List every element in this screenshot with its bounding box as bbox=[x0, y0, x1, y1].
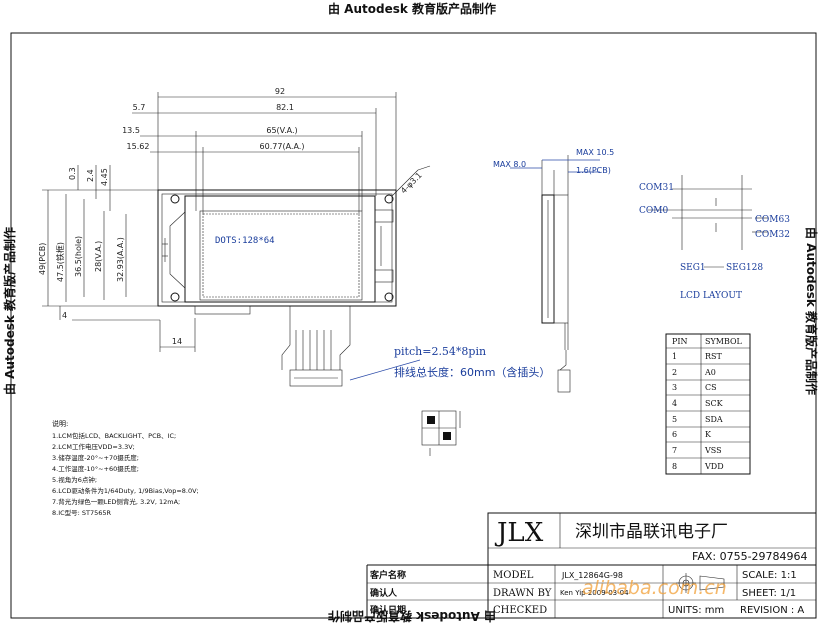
dim-32-93-aa: 32.93(A.A.) bbox=[116, 237, 125, 282]
note-item: 5.视角为6点钟; bbox=[52, 475, 97, 484]
sheet: SHEET: 1/1 bbox=[742, 588, 796, 599]
notes-title: 说明: bbox=[52, 419, 68, 428]
drawn-by-value: Ken Yip 2009-03-04 bbox=[560, 589, 629, 597]
active-area bbox=[202, 213, 360, 298]
note-item: 7.背光为绿色一颗LED侧背光, 3.2V, 12mA; bbox=[52, 497, 180, 506]
dim-max-8: MAX 8.0 bbox=[493, 160, 526, 169]
note-item: 1.LCM包括LCD、BACKLIGHT、PCB、IC; bbox=[52, 431, 176, 440]
dim-60-77-aa: 60.77(A.A.) bbox=[260, 142, 305, 151]
drawing-frame bbox=[10, 32, 817, 619]
pin-table: PIN SYMBOL 1 RST 2 A0 3 CS 4 SCK 5 SDA 6… bbox=[665, 333, 751, 475]
metal-frame bbox=[161, 193, 393, 303]
dim-4: 4 bbox=[62, 311, 67, 320]
mount-hole-top-right bbox=[384, 194, 394, 204]
dim-65-va: 65(V.A.) bbox=[266, 126, 297, 135]
scale: SCALE: 1:1 bbox=[742, 570, 797, 581]
symbol-cell: VSS bbox=[704, 446, 722, 455]
dim-13-5: 13.5 bbox=[122, 126, 140, 135]
label-seg1: SEG1 bbox=[680, 263, 706, 273]
dim-36-5-hole: 36.5(hole) bbox=[74, 236, 83, 277]
pin-cell: 3 bbox=[672, 383, 677, 392]
pin-header: PIN bbox=[672, 337, 688, 346]
pin-cell: 7 bbox=[672, 446, 677, 455]
label-seg128: SEG128 bbox=[726, 263, 763, 273]
dim-1-6-pcb: 1.6(PCB) bbox=[576, 166, 611, 175]
note-item: 3.储存温度-20°~+70摄氏度; bbox=[52, 453, 139, 462]
dim-15-62: 15.62 bbox=[127, 142, 150, 151]
dim-max-10-5: MAX 10.5 bbox=[576, 148, 614, 157]
fpc-cable bbox=[281, 306, 351, 387]
lcd-layout-title: LCD LAYOUT bbox=[680, 291, 742, 301]
symbol-cell: CS bbox=[705, 383, 717, 392]
pad-detail bbox=[421, 410, 461, 456]
symbol-cell: VDD bbox=[704, 462, 724, 471]
model-label: MODEL bbox=[493, 570, 534, 581]
symbol-cell: RST bbox=[705, 352, 723, 361]
revision: REVISION : A bbox=[740, 605, 804, 616]
mount-hole-bottom-right bbox=[384, 292, 394, 302]
units: UNITS: mm bbox=[668, 605, 724, 616]
cable-length-label: 排线总长度：60mm（含插头） bbox=[394, 365, 550, 379]
note-item: 6.LCD驱动条件为1/64Duty, 1/9Bias,Vop=8.0V; bbox=[52, 486, 199, 495]
hole-callout: 4-φ3.1 bbox=[399, 171, 424, 196]
note-item: 8.IC型号: ST7565R bbox=[52, 508, 112, 517]
confirm-date-label: 确认日期 bbox=[370, 604, 406, 616]
model-value: JLX_12864G-98 bbox=[561, 571, 623, 580]
dim-82-1: 82.1 bbox=[276, 103, 294, 112]
company-logo: JLX bbox=[494, 518, 544, 548]
dots-label: DOTS:128*64 bbox=[215, 236, 275, 246]
dim-49-pcb: 49(PCB) bbox=[38, 243, 47, 275]
footer-banner: 由 Autodesk 教育版产品制作 bbox=[328, 609, 496, 623]
symbol-cell: SDA bbox=[705, 415, 723, 424]
company-name: 深圳市晶联讯电子厂 bbox=[575, 522, 728, 542]
lcd-layout: COM31 COM0 COM63 COM32 SEG1 SEG128 LCD L… bbox=[639, 175, 790, 301]
pcb-outline bbox=[157, 189, 397, 307]
front-view: DOTS:128*64 92 82.1 5.7 13.5 65(V.A.) 15… bbox=[38, 87, 550, 387]
dim-0-3: 0.3 bbox=[68, 167, 77, 180]
label-com31: COM31 bbox=[639, 183, 674, 193]
pin-cell: 4 bbox=[672, 399, 677, 408]
checked-label: CHECKED bbox=[493, 605, 547, 616]
symbol-cell: A0 bbox=[704, 368, 716, 377]
lcd-glass bbox=[184, 195, 376, 303]
pin-cell: 6 bbox=[672, 430, 677, 439]
dim-28-va: 28(V.A.) bbox=[94, 241, 103, 272]
dim-4-45: 4.45 bbox=[100, 168, 109, 186]
label-com32: COM32 bbox=[755, 230, 790, 240]
fax-number: FAX: 0755-29784964 bbox=[692, 550, 808, 563]
dim-14: 14 bbox=[172, 337, 182, 346]
dim-5-7: 5.7 bbox=[133, 103, 146, 112]
label-com63: COM63 bbox=[755, 215, 790, 225]
title-block: JLX 深圳市晶联讯电子厂 FAX: 0755-29784964 客户名称 确认… bbox=[366, 512, 817, 619]
side-view: MAX 8.0 MAX 10.5 1.6(PCB) bbox=[493, 148, 614, 393]
note-item: 2.LCM工作电压VDD=3.3V; bbox=[52, 442, 135, 451]
label-com0: COM0 bbox=[639, 206, 668, 216]
pin-cell: 1 bbox=[672, 352, 677, 361]
dim-2-4: 2.4 bbox=[86, 169, 95, 182]
left-banner: 由 Autodesk 教育版产品制作 bbox=[2, 227, 17, 395]
drawn-by-label: DRAWN BY bbox=[493, 588, 552, 599]
header-banner: 由 Autodesk 教育版产品制作 bbox=[328, 1, 496, 16]
symbol-cell: K bbox=[705, 430, 712, 439]
symbol-cell: SCK bbox=[705, 399, 724, 408]
viewing-area bbox=[199, 210, 363, 301]
mount-hole-top-left bbox=[170, 194, 180, 204]
pin-cell: 2 bbox=[672, 368, 677, 377]
dim-92: 92 bbox=[275, 87, 285, 96]
confirm-person-label: 确认人 bbox=[370, 587, 398, 599]
note-item: 4.工作温度-10°~+60摄氏度; bbox=[52, 464, 139, 473]
right-banner: 由 Autodesk 教育版产品制作 bbox=[804, 227, 819, 395]
pitch-label: pitch=2.54*8pin bbox=[394, 345, 486, 358]
dim-47-5: 47.5(铁框) bbox=[55, 242, 65, 282]
mount-hole-bottom-left bbox=[170, 292, 180, 302]
pin-cell: 5 bbox=[672, 415, 677, 424]
pin-cell: 8 bbox=[672, 462, 677, 471]
customer-name-label: 客户名称 bbox=[369, 569, 406, 581]
symbol-header: SYMBOL bbox=[705, 337, 743, 346]
notes: 说明: 1.LCM包括LCD、BACKLIGHT、PCB、IC; 2.LCM工作… bbox=[52, 419, 199, 517]
watermark: alibaba.com.cn bbox=[582, 577, 727, 599]
